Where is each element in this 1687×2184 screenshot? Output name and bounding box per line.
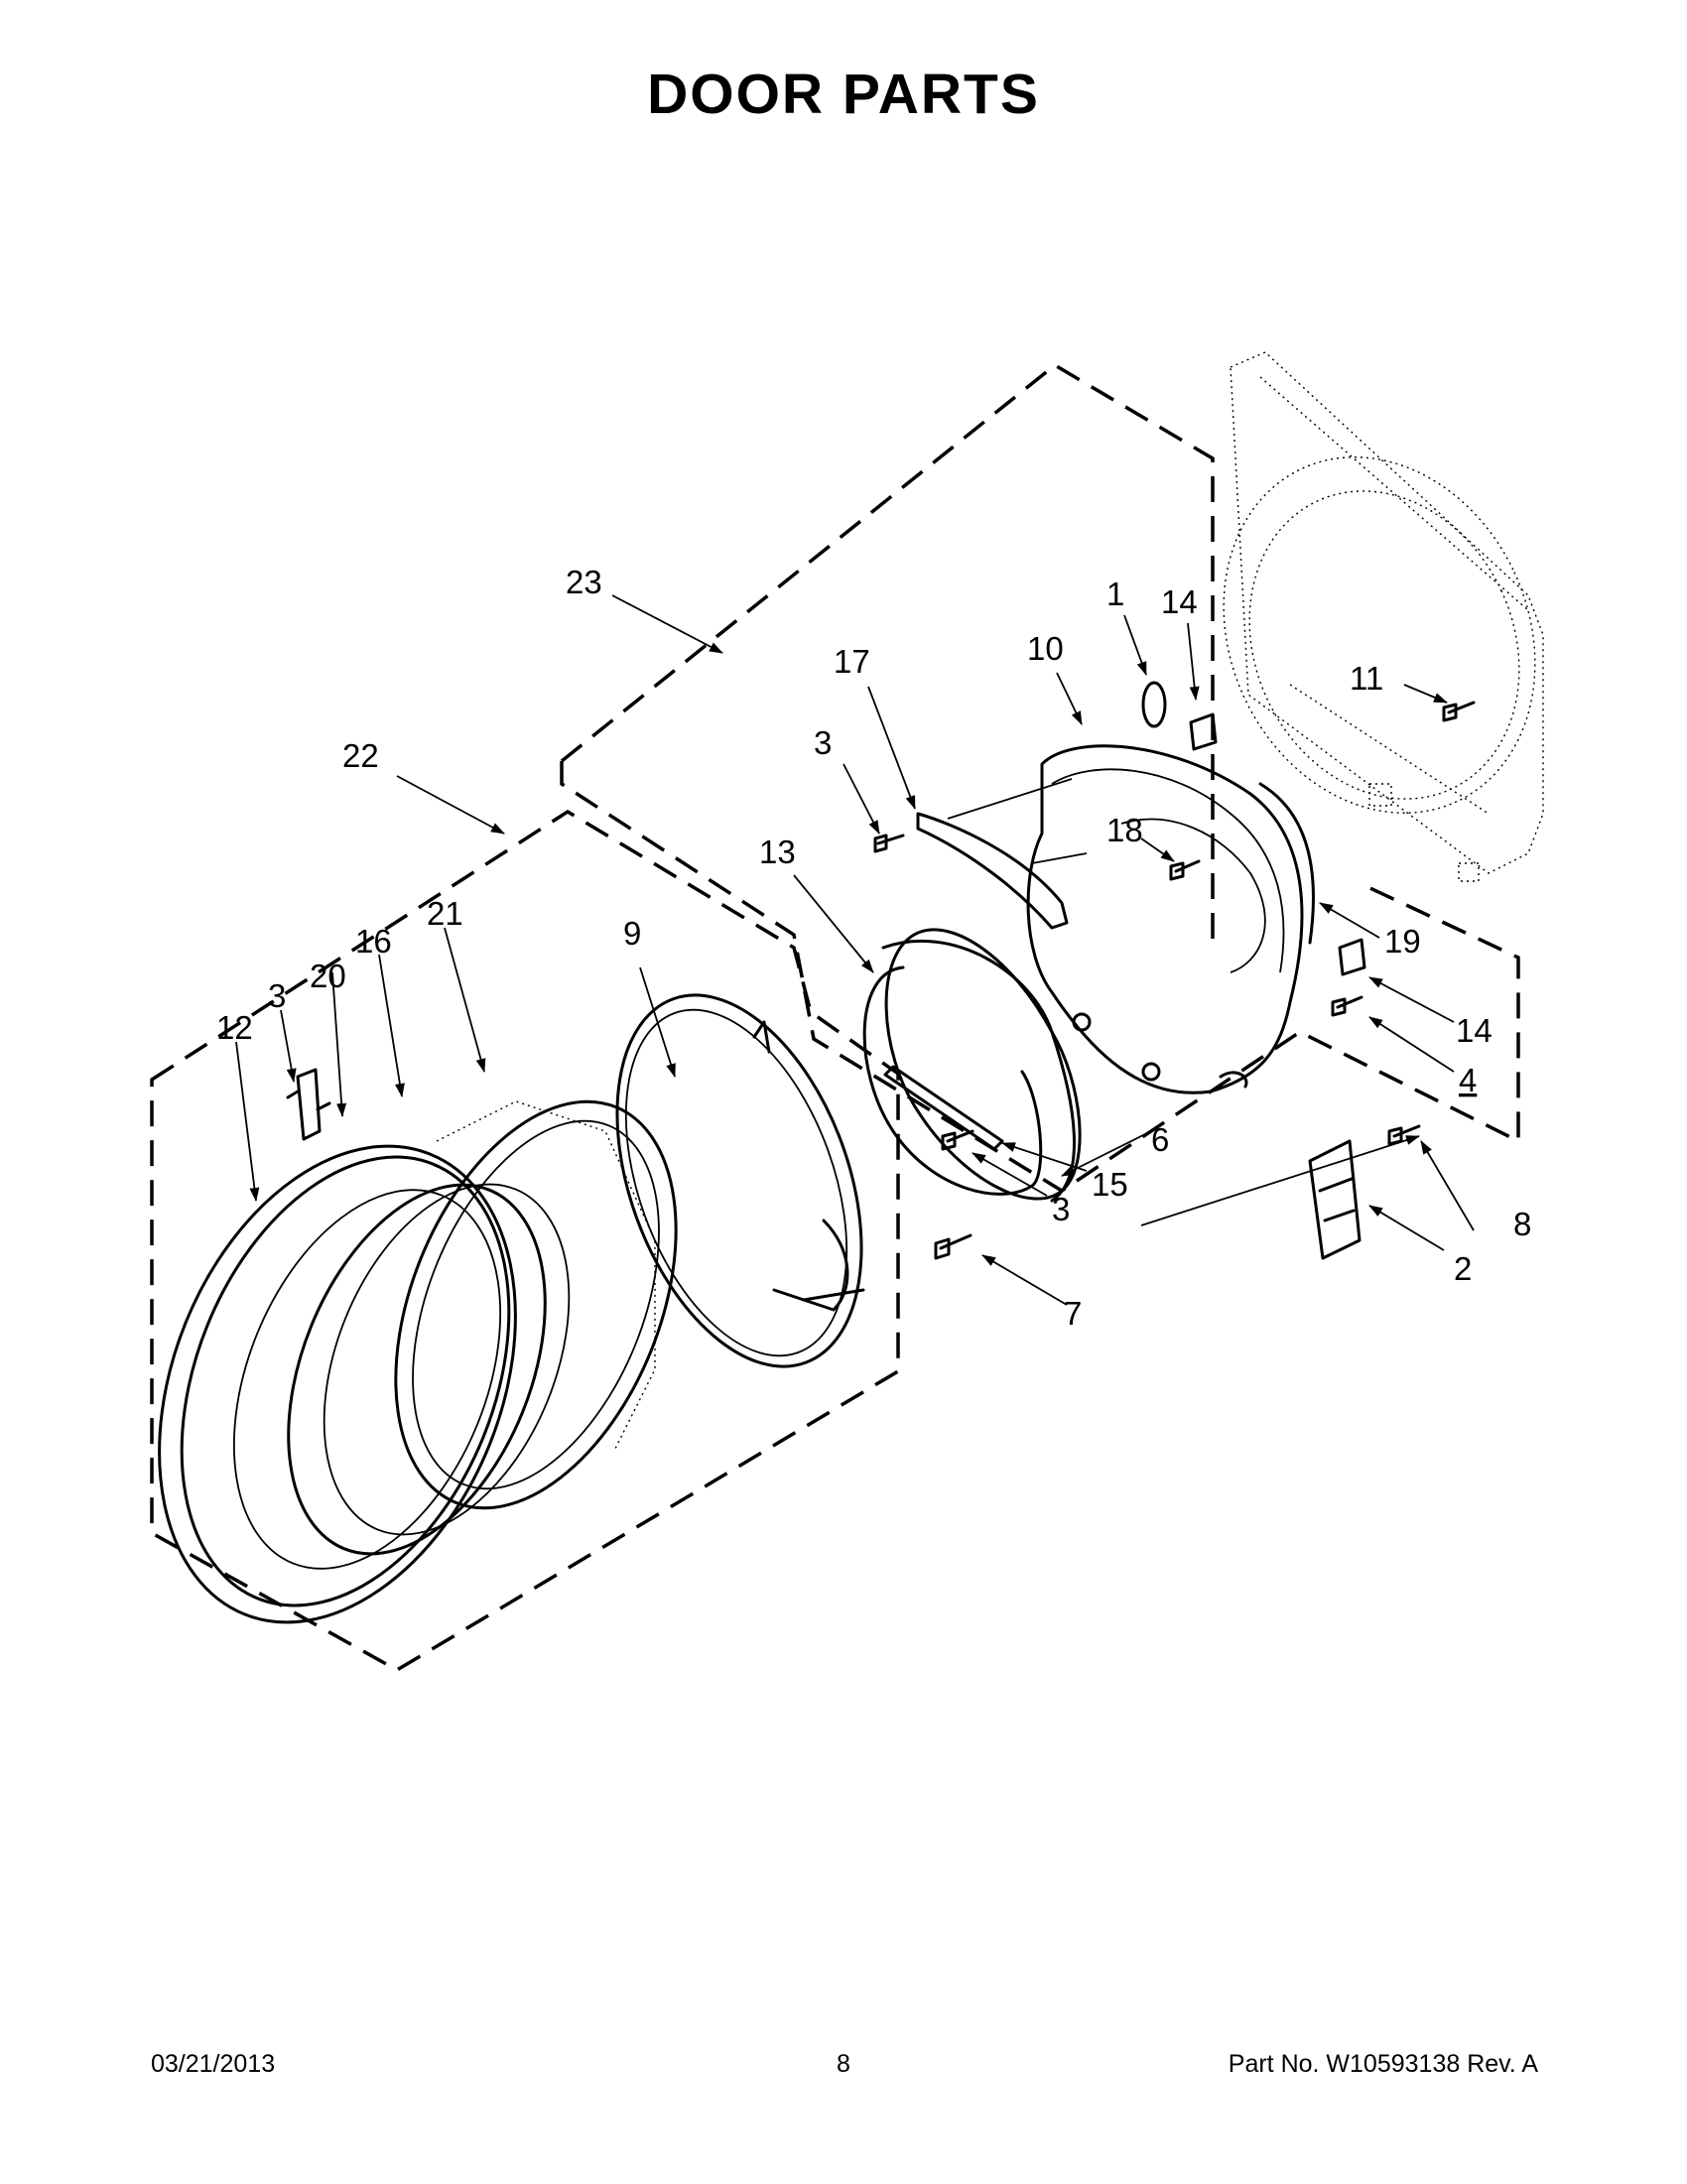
callout-4: 4 bbox=[1459, 1062, 1477, 1098]
callout-23: 23 bbox=[566, 564, 602, 600]
screw-3-lower bbox=[941, 1129, 974, 1151]
callout-9: 9 bbox=[623, 915, 641, 952]
part-15-trim-strip bbox=[883, 1065, 1004, 1151]
page-title: DOOR PARTS bbox=[647, 63, 1040, 126]
part-5-hinge bbox=[286, 1068, 331, 1141]
callout-2: 2 bbox=[1454, 1250, 1472, 1287]
part-12-door-outer bbox=[158, 1144, 517, 1624]
callout-11: 11 bbox=[1350, 660, 1383, 697]
callout-19: 19 bbox=[1384, 923, 1421, 960]
callout-16: 16 bbox=[355, 923, 392, 960]
part-9-door-frame bbox=[615, 993, 865, 1368]
callout-15: 15 bbox=[1092, 1166, 1128, 1203]
footer-page-number: 8 bbox=[837, 2050, 850, 2078]
callout-14-upper: 14 bbox=[1161, 583, 1198, 620]
callout-8: 8 bbox=[1513, 1206, 1531, 1242]
callout-3-lower: 3 bbox=[1052, 1191, 1070, 1227]
part-10-inner-panel bbox=[1026, 744, 1304, 1094]
footer-date: 03/21/2013 bbox=[151, 2050, 276, 2078]
screw-18 bbox=[1169, 859, 1201, 881]
assembly-23-boundary bbox=[560, 362, 1520, 1194]
part-2-hinge bbox=[1308, 1139, 1362, 1260]
callout-labels: 23 22 1 14 10 11 17 3 13 18 19 14 4 6 15… bbox=[216, 564, 1531, 1332]
callout-13: 13 bbox=[759, 834, 796, 870]
dryer-front-panel bbox=[1223, 351, 1544, 882]
callout-12: 12 bbox=[216, 1009, 253, 1046]
screws bbox=[873, 701, 1476, 1260]
callout-7: 7 bbox=[1064, 1295, 1082, 1332]
callout-17: 17 bbox=[834, 643, 870, 680]
part-16-door-glass bbox=[323, 1183, 571, 1536]
callout-1: 1 bbox=[1106, 576, 1124, 612]
callout-5: 3 bbox=[268, 977, 286, 1014]
callout-20: 20 bbox=[310, 958, 346, 994]
leader-lines bbox=[235, 594, 1475, 1306]
screw-3-upper bbox=[873, 834, 905, 853]
footer-part-number: Part No. W10593138 Rev. A bbox=[1228, 2050, 1538, 2078]
callout-3-upper: 3 bbox=[814, 724, 832, 761]
screw-11 bbox=[1442, 701, 1476, 722]
callout-10: 10 bbox=[1027, 630, 1064, 667]
part-17-link-lines bbox=[947, 778, 1088, 864]
part-14-latch-lower bbox=[1338, 938, 1366, 976]
callout-6: 6 bbox=[1151, 1121, 1169, 1158]
callout-14-lower: 14 bbox=[1456, 1012, 1492, 1049]
part-19-trim-ring bbox=[1258, 782, 1315, 945]
part-17-hinge-bracket bbox=[916, 812, 1069, 930]
part-6-gasket bbox=[884, 928, 1082, 1201]
callout-21: 21 bbox=[427, 895, 463, 932]
part-1-strike bbox=[1141, 681, 1167, 728]
screw-7 bbox=[934, 1233, 973, 1260]
part-20-door-ring bbox=[287, 1183, 547, 1556]
callout-22: 22 bbox=[342, 737, 379, 774]
callout-18: 18 bbox=[1106, 812, 1143, 848]
screw-4 bbox=[1331, 995, 1363, 1017]
part-21-inner-door bbox=[394, 1099, 678, 1510]
part-14-latch-upper bbox=[1189, 712, 1218, 751]
